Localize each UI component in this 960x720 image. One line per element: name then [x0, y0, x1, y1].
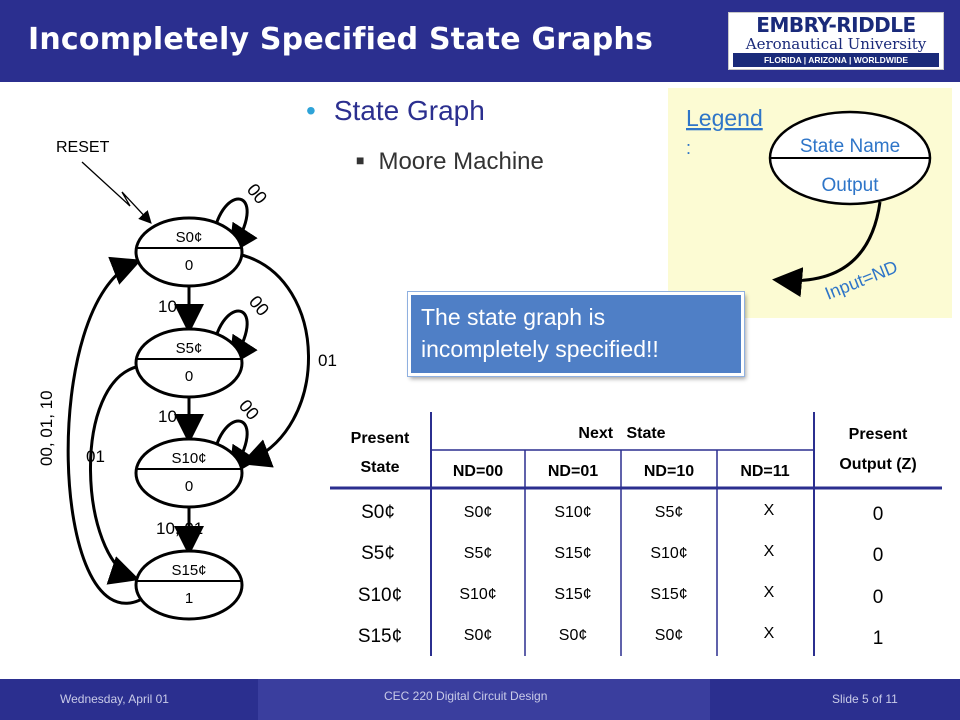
row1-nd10: S10¢ — [650, 545, 687, 562]
state-s15: S15¢ 1 — [134, 549, 244, 621]
bullet-state-graph: • State Graph — [306, 95, 485, 127]
row2-nd01: S15¢ — [554, 586, 591, 603]
state-s0: S0¢ 0 — [134, 216, 244, 288]
edge-s0-s10 — [240, 253, 310, 468]
state-s0-name: S0¢ — [176, 229, 203, 246]
row2-nd00: S10¢ — [459, 586, 496, 603]
logo-line-2: Aeronautical University — [745, 35, 927, 53]
row3-nd11: X — [764, 625, 775, 642]
state-s15-output: 1 — [185, 590, 193, 607]
edge-s5-s15 — [89, 364, 141, 585]
logo-line-3: FLORIDA | ARIZONA | WORLDWIDE — [733, 53, 939, 67]
university-logo: EMBRY-RIDDLE Aeronautical University FLO… — [728, 12, 944, 70]
row2-nd11: X — [764, 584, 775, 601]
state-table: Present State Next State Present Output … — [330, 412, 942, 656]
bullet-text: State Graph — [333, 95, 485, 126]
header-nd-01: ND=01 — [548, 463, 598, 480]
state-s10-output: 0 — [185, 478, 193, 495]
slide-title: Incompletely Specified State Graphs — [28, 22, 654, 57]
state-s5-output: 0 — [185, 368, 193, 385]
row3-nd10: S0¢ — [655, 627, 683, 644]
state-s5-name: S5¢ — [176, 340, 203, 357]
row1-nd00: S5¢ — [464, 545, 492, 562]
row2-state: S10¢ — [358, 585, 402, 606]
table-grid — [330, 412, 942, 656]
legend-arrow — [772, 201, 882, 298]
footer-course: CEC 220 Digital Circuit Design — [384, 689, 548, 703]
row0-output: 0 — [873, 504, 884, 525]
self-loop-s0 — [212, 197, 258, 256]
row0-nd10: S5¢ — [655, 504, 683, 521]
row1-nd01: S15¢ — [554, 545, 591, 562]
legend-output: Output — [821, 175, 879, 196]
logo-line-1: EMBRY-RIDDLE — [756, 13, 916, 37]
row1-nd11: X — [764, 543, 775, 560]
row0-state: S0¢ — [361, 502, 395, 523]
footer-date: Wednesday, April 01 — [60, 692, 169, 706]
legend-colon: : — [686, 138, 691, 158]
state-s0-output: 0 — [185, 257, 193, 274]
row0-nd11: X — [764, 502, 775, 519]
header-present-state-2: State — [360, 459, 399, 476]
state-graph: RESET 00 00 00 10 10 10, 01 01 01 00, 01… — [37, 139, 337, 621]
row1-state: S5¢ — [361, 543, 395, 564]
legend-diagram: Legend : State Name Output Input=ND — [686, 105, 932, 304]
row3-nd01: S0¢ — [559, 627, 587, 644]
state-s15-name: S15¢ — [171, 562, 206, 579]
row1-output: 0 — [873, 545, 884, 566]
reset-label: RESET — [56, 139, 110, 156]
row3-nd00: S0¢ — [464, 627, 492, 644]
footer-center-panel — [258, 679, 710, 720]
square-bullet-icon: ■ — [356, 152, 365, 168]
header-present-output-1: Present — [849, 426, 908, 443]
edge-s15-s0-label: 00, 01, 10 — [37, 390, 56, 466]
reset-arrow — [81, 161, 152, 224]
bullet-dot-icon: • — [306, 95, 316, 126]
state-s5: S5¢ 0 — [134, 327, 244, 399]
edge-s5-s10-label: 10 — [158, 407, 177, 426]
sub-bullet-text: Moore Machine — [378, 148, 544, 175]
bullet-moore-machine: ■ Moore Machine — [356, 148, 544, 176]
legend-state-name: State Name — [800, 136, 900, 157]
state-s10-name: S10¢ — [171, 450, 206, 467]
header-next-state: Next State — [578, 425, 665, 442]
header-nd-11: ND=11 — [740, 463, 789, 480]
edge-s15-s0 — [66, 256, 142, 605]
edge-s10-s15-label: 10, 01 — [156, 519, 203, 538]
footer-slide-number: Slide 5 of 11 — [832, 692, 898, 706]
header-nd-00: ND=00 — [453, 463, 503, 480]
callout-box: The state graph is incompletely specifie… — [408, 292, 744, 376]
self-loop-s5 — [212, 309, 258, 368]
row3-output: 1 — [873, 628, 884, 649]
edge-s0-s5-label: 10 — [158, 297, 177, 316]
row0-nd01: S10¢ — [554, 504, 591, 521]
header-nd-10: ND=10 — [644, 463, 694, 480]
row0-nd00: S0¢ — [464, 504, 492, 521]
header-present-state-1: Present — [351, 430, 410, 447]
row2-output: 0 — [873, 587, 884, 608]
edge-s0-s10-label: 01 — [318, 351, 337, 370]
legend-title: Legend — [686, 105, 763, 131]
state-s10: S10¢ 0 — [134, 437, 244, 509]
row3-state: S15¢ — [358, 626, 402, 647]
legend-input-label: Input=ND — [822, 256, 900, 303]
row2-nd10: S15¢ — [650, 586, 687, 603]
edge-s5-s15-label: 01 — [86, 447, 105, 466]
header-present-output-2: Output (Z) — [839, 456, 916, 473]
self-loop-s5-label: 00 — [245, 292, 273, 320]
